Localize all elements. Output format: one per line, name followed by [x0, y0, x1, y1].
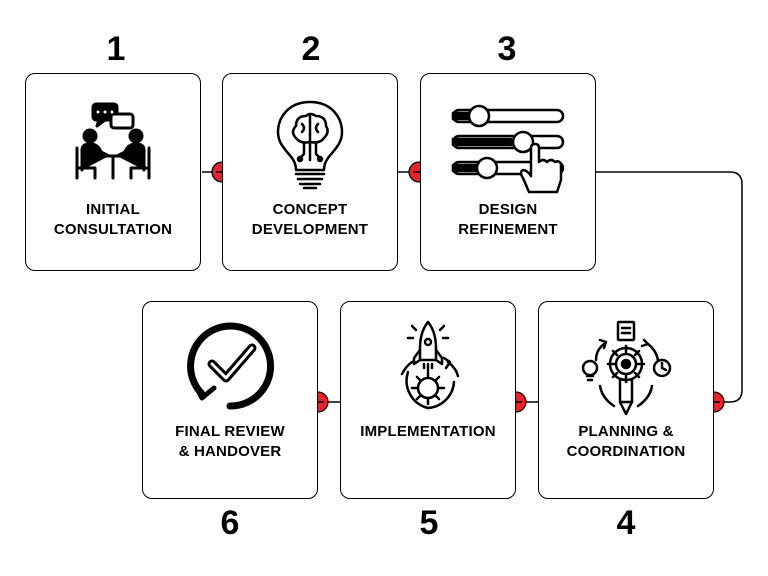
check-circle-icon — [143, 316, 317, 416]
planning-gear-icon — [539, 320, 713, 420]
step-card-3: DESIGN REFINEMENT — [420, 73, 596, 271]
step-number-1: 1 — [106, 30, 126, 68]
step-number-2: 2 — [301, 30, 321, 68]
connector-3-4 — [596, 171, 743, 403]
step-label-1: INITIAL CONSULTATION — [53, 201, 173, 238]
step-label-6: FINAL REVIEW & HANDOVER — [175, 423, 285, 460]
step-number-5: 5 — [419, 504, 439, 542]
sliders-hand-icon — [421, 98, 595, 194]
step-number-3: 3 — [497, 30, 517, 68]
step-label-4: PLANNING & COORDINATION — [566, 423, 686, 460]
step-label-3: DESIGN REFINEMENT — [458, 201, 558, 238]
lightbulb-brain-icon — [223, 98, 397, 194]
step-number-4: 4 — [616, 504, 636, 542]
step-label-2: CONCEPT DEVELOPMENT — [251, 201, 369, 238]
rocket-gear-icon — [341, 316, 515, 416]
step-card-2: CONCEPT DEVELOPMENT — [222, 73, 398, 271]
consultation-icon — [26, 98, 200, 194]
step-card-5: IMPLEMENTATION — [340, 301, 516, 499]
step-card-4: PLANNING & COORDINATION — [538, 301, 714, 499]
step-card-1: INITIAL CONSULTATION — [25, 73, 201, 271]
step-number-6: 6 — [220, 504, 240, 542]
step-label-5: IMPLEMENTATION — [360, 423, 496, 440]
step-card-6: FINAL REVIEW & HANDOVER — [142, 301, 318, 499]
